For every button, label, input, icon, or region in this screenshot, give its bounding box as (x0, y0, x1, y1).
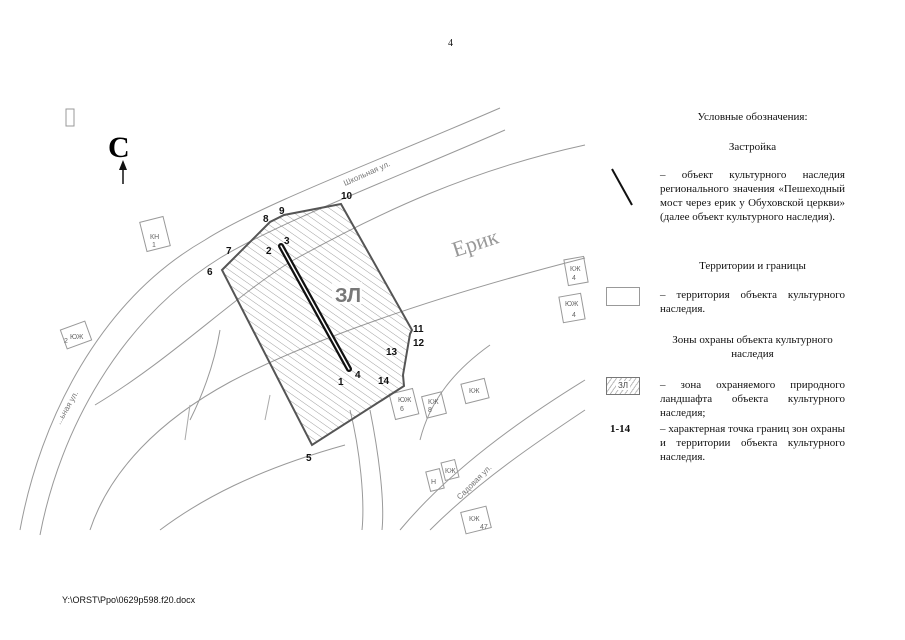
svg-text:ЮЖ: ЮЖ (70, 334, 84, 341)
svg-text:КЖ: КЖ (570, 266, 581, 273)
street-label: ...ьная ул. (54, 389, 80, 426)
territory-icon (606, 287, 640, 306)
territory-description: – территория объекта культурного наследи… (660, 289, 845, 315)
point-label: 11 (413, 324, 424, 335)
heritage-object-icon (611, 168, 633, 206)
north-label: С (108, 131, 130, 164)
point-label: 10 (341, 191, 353, 202)
point-label: 13 (386, 347, 398, 358)
legend-section-territory: Территории и границы (699, 260, 806, 272)
north-arrow-icon (119, 160, 127, 184)
point-label: 5 (306, 453, 312, 464)
points-description: – характерная точка границ зон охраны и … (660, 423, 845, 463)
svg-text:КН: КН (150, 234, 159, 241)
zone-label: ЗЛ (335, 285, 361, 307)
svg-text:8: 8 (428, 407, 432, 414)
zone-icon: ЗЛ (606, 377, 640, 395)
points-symbol: 1-14 (610, 423, 631, 435)
svg-text:КЖ: КЖ (445, 468, 456, 475)
point-label: 8 (263, 214, 269, 225)
page-number: 4 (448, 38, 453, 49)
building (440, 458, 460, 482)
building (59, 320, 93, 350)
svg-text:47: 47 (480, 524, 488, 531)
point-label: 6 (207, 267, 213, 278)
point-label: 12 (413, 338, 425, 349)
svg-text:КЖ: КЖ (469, 516, 480, 523)
roads (19, 107, 586, 536)
svg-text:6: 6 (400, 406, 404, 413)
river-flow-icon (184, 394, 271, 441)
svg-text:КЖ: КЖ (469, 388, 480, 395)
legend-section-zones: Зоны охраны объекта культурного наследия (672, 334, 833, 360)
point-label: 9 (279, 206, 285, 217)
svg-text:2: 2 (64, 338, 68, 345)
point-label: 4 (355, 370, 361, 381)
frame-icon (65, 108, 75, 127)
building (460, 505, 492, 535)
heritage-object-description: – объект культурного наследия региональн… (660, 169, 845, 223)
svg-text:ЮЖ: ЮЖ (565, 301, 579, 308)
site-map: С КН 1 ЮЖ 2 КЖ (19, 107, 589, 536)
buildings (59, 215, 589, 535)
svg-text:Н: Н (431, 479, 436, 486)
svg-text:4: 4 (572, 312, 576, 319)
building (425, 467, 445, 493)
building (421, 391, 447, 419)
point-label: 7 (226, 246, 232, 257)
street-label: Школьная ул. (342, 159, 391, 188)
building (460, 377, 490, 405)
building (139, 215, 171, 253)
legend-title: Условные обозначения: (697, 111, 808, 123)
point-label: 1 (338, 377, 344, 388)
boundary-points: 1 2 3 4 5 6 7 8 9 10 11 12 13 14 (207, 191, 425, 464)
zone-icon-label: ЗЛ (616, 381, 630, 390)
svg-text:ЮЖ: ЮЖ (398, 397, 412, 404)
building (563, 255, 589, 287)
svg-text:4: 4 (572, 275, 576, 282)
building (388, 387, 420, 421)
point-label: 2 (266, 246, 272, 257)
file-path-footer: Y:\ORST\Ppo\0629p598.f20.docx (62, 595, 196, 605)
river-label: Ерик (449, 224, 502, 262)
building (558, 292, 586, 324)
legend-section-buildings: Застройка (728, 141, 777, 153)
protection-zone (220, 202, 414, 447)
zone-description: – зона охраняемого природного ландшафта … (660, 379, 845, 419)
svg-text:КЖ: КЖ (428, 399, 439, 406)
svg-text:1: 1 (152, 242, 156, 249)
point-label: 14 (378, 376, 390, 387)
point-label: 3 (284, 236, 290, 247)
building-labels: КН 1 ЮЖ 2 КЖ 4 ЮЖ 4 ЮЖ 6 КЖ 8 КЖ КЖ 47 Н… (64, 234, 581, 531)
